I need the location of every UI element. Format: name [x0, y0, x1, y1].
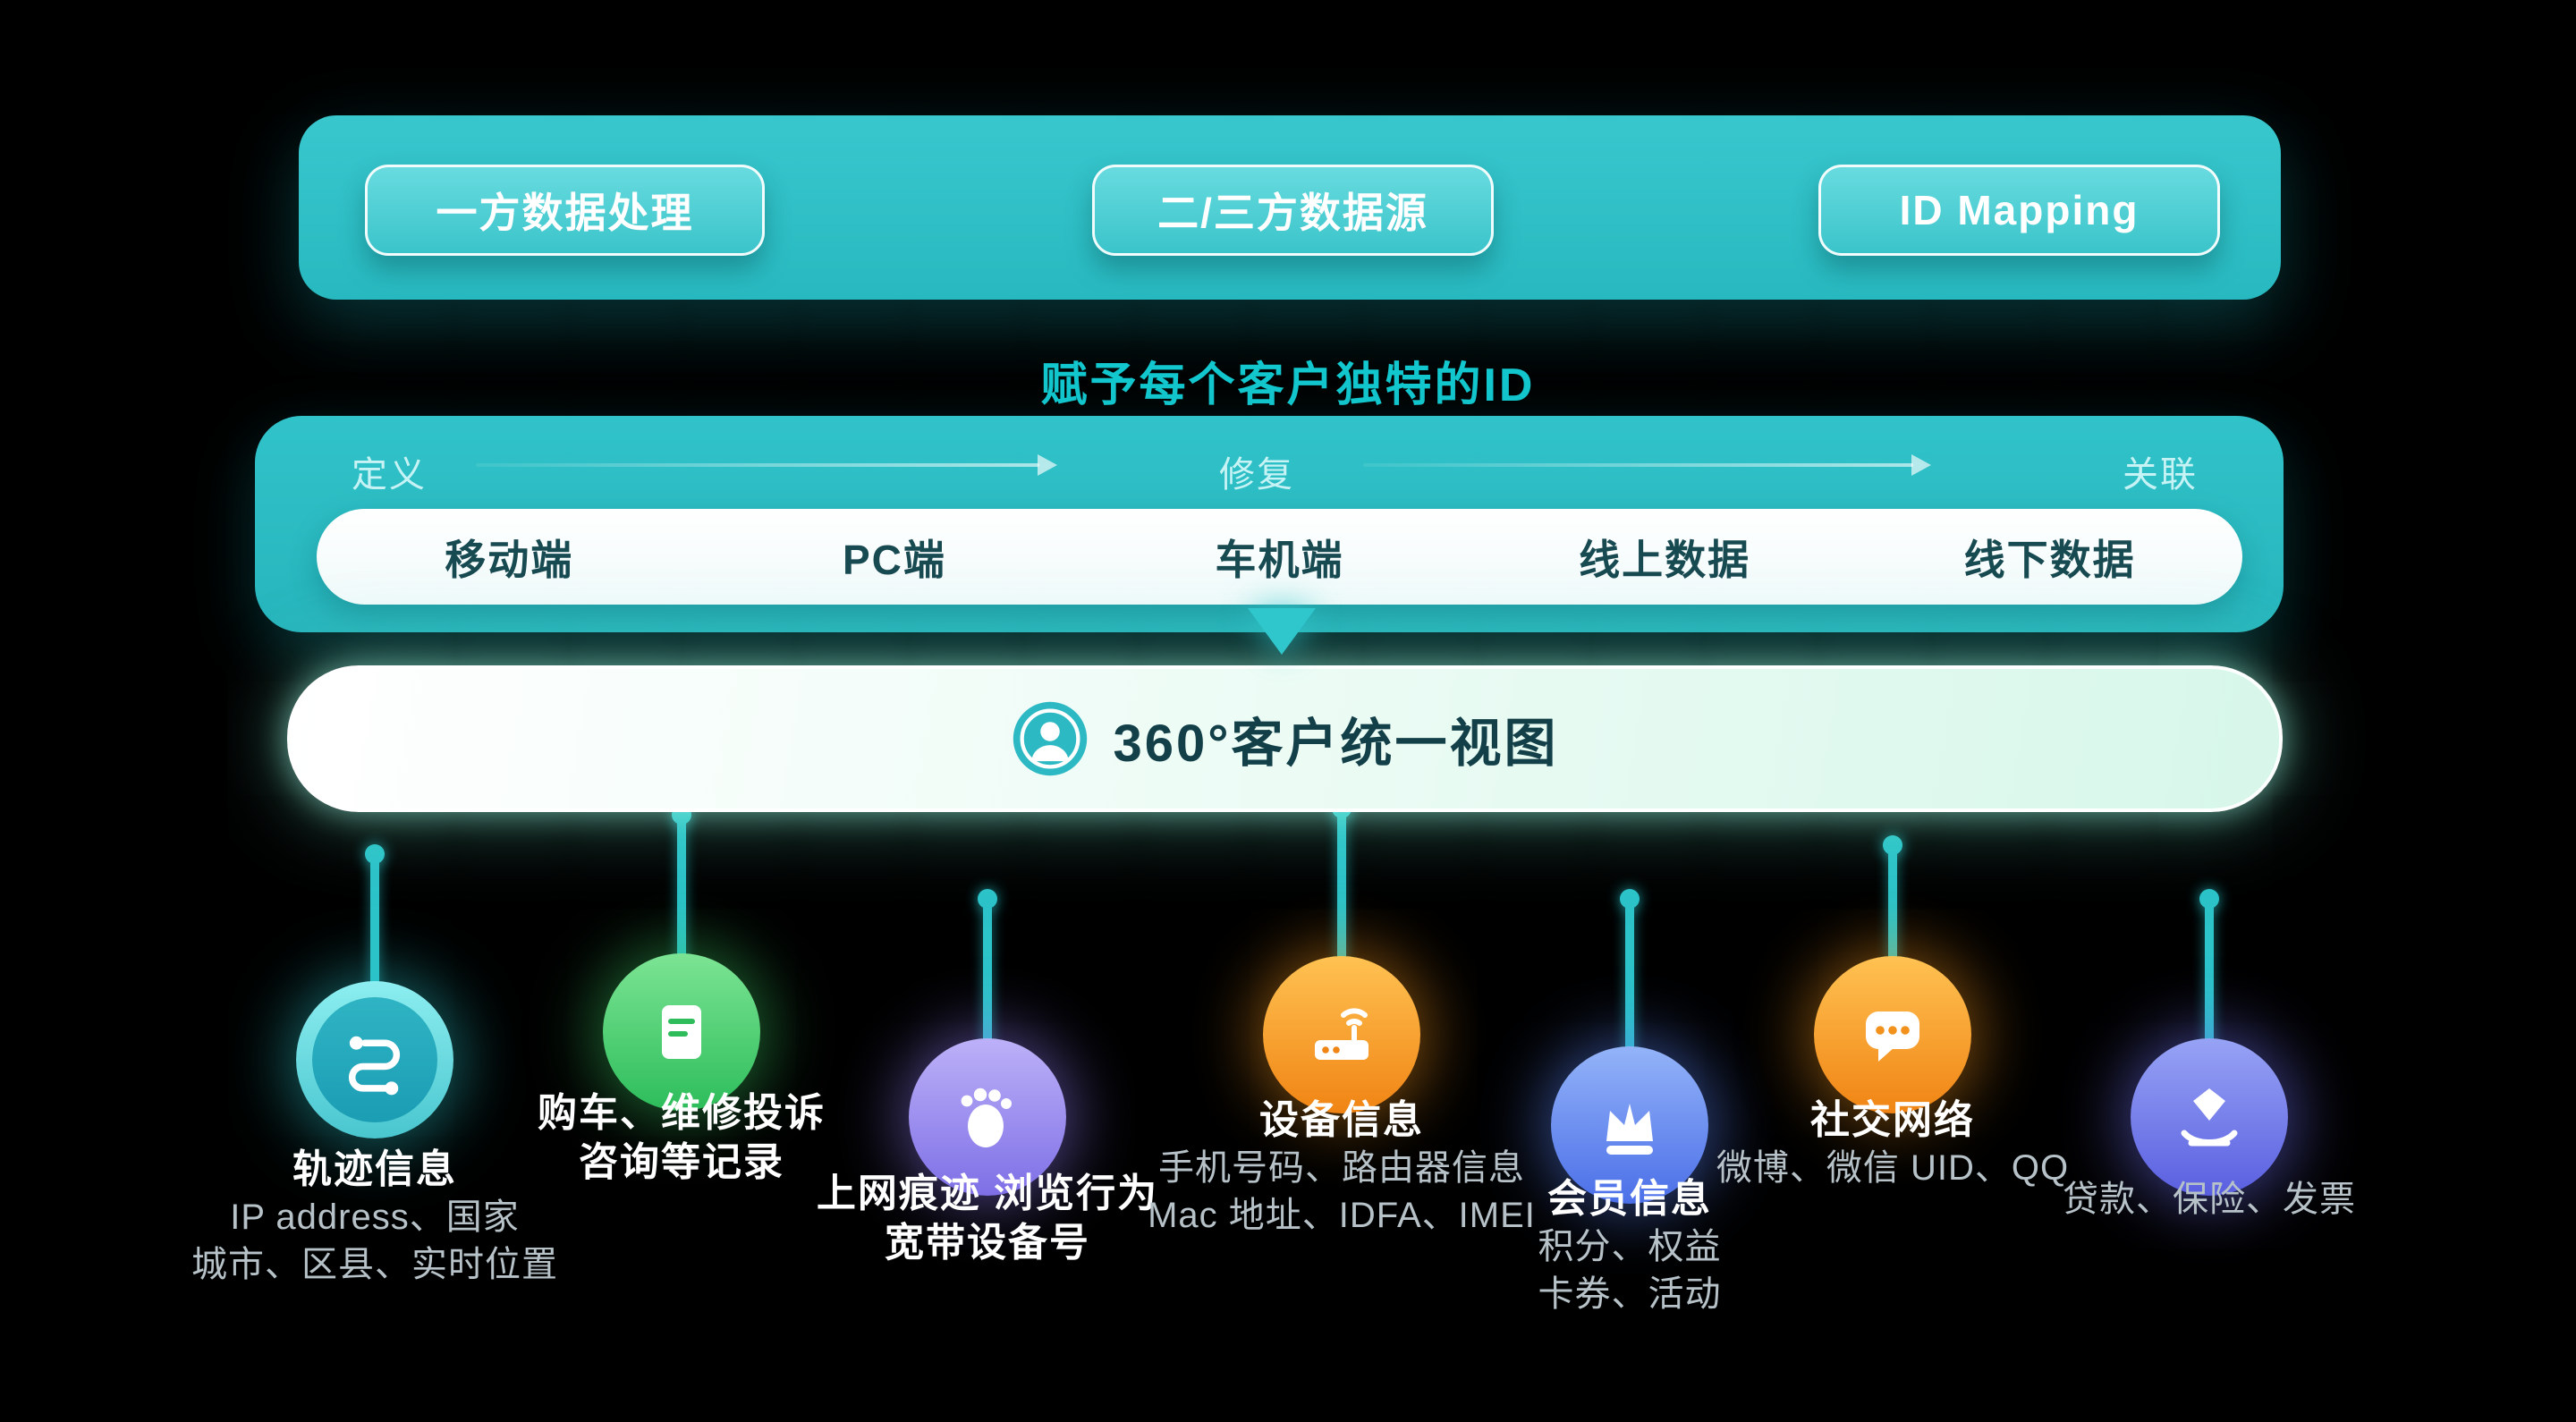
source-title: 购车、维修投诉: [538, 1091, 826, 1135]
connector-dot: [978, 889, 997, 909]
channel-offline: 线下数据: [1963, 536, 2136, 583]
stage-define: 定义: [352, 455, 427, 495]
person-icon: [1013, 701, 1087, 776]
source-desc: 卡券、活动: [1538, 1274, 1722, 1314]
arrow-right-icon: [476, 454, 1057, 476]
footprint-icon: [909, 1038, 1066, 1196]
connector-line: [370, 854, 379, 997]
source-labels-social: 社交网络 微博、微信 UID、QQ: [1606, 1096, 2179, 1192]
connector-line: [677, 815, 686, 967]
connector-dot: [1883, 835, 1902, 855]
connector-line: [1337, 808, 1346, 969]
unified-view-bar: 360°客户统一视图: [287, 665, 2283, 812]
source-title: 设备信息: [1259, 1098, 1424, 1142]
source-desc: 贷款、保险、发票: [2063, 1180, 2356, 1219]
source-title: 会员信息: [1547, 1177, 1712, 1221]
second-third-party-data-button[interactable]: 二/三方数据源: [1092, 165, 1494, 256]
route-icon: [296, 981, 453, 1138]
id-mapping-button[interactable]: ID Mapping: [1818, 165, 2220, 256]
source-labels-device: 设备信息 手机号码、路由器信息 Mac 地址、IDFA、IMEI: [1055, 1096, 1628, 1240]
connector-dot: [365, 844, 385, 864]
connector-dot: [1620, 889, 1640, 909]
connector-line: [1625, 899, 1634, 1060]
document-icon: [603, 953, 760, 1111]
channel-bar: 移动端 PC端 车机端 线上数据 线下数据: [317, 509, 2242, 605]
source-title: 上网痕迹 浏览行为: [816, 1172, 1159, 1215]
chat-icon: [1814, 956, 1971, 1113]
id-pipeline-panel: 定义 修复 关联 移动端 PC端 车机端 线上数据 线下数据: [255, 416, 2284, 632]
stage-repair: 修复: [1219, 455, 1294, 495]
connector-line: [1888, 845, 1897, 970]
source-labels-footprint: 上网痕迹 浏览行为 宽带设备号: [701, 1169, 1274, 1267]
channel-mobile: 移动端: [445, 536, 574, 583]
source-labels-records: 购车、维修投诉 咨询等记录: [395, 1088, 968, 1187]
source-desc: 微博、微信 UID、QQ: [1716, 1148, 2070, 1188]
stage-associate: 关联: [2123, 455, 2198, 495]
source-title: 社交网络: [1810, 1098, 1975, 1142]
headline: 赋予每个客户独特的ID: [1040, 360, 1536, 411]
source-desc: IP address、国家: [230, 1198, 520, 1237]
router-icon: [1263, 956, 1420, 1113]
source-desc: 城市、区县、实时位置: [191, 1245, 558, 1284]
connector-line: [2205, 899, 2214, 1051]
source-labels-finance: 贷款、保险、发票: [1923, 1176, 2496, 1223]
source-desc: 积分、权益: [1538, 1227, 1722, 1266]
channel-online: 线上数据: [1579, 536, 1751, 583]
source-desc: Mac 地址、IDFA、IMEI: [1148, 1196, 1536, 1235]
connector-dot: [2199, 889, 2219, 909]
source-desc: 手机号码、路由器信息: [1158, 1148, 1525, 1188]
down-arrow-icon: [1248, 608, 1316, 655]
crown-icon: [1551, 1046, 1708, 1204]
finance-icon: [2131, 1038, 2288, 1196]
first-party-data-button[interactable]: 一方数据处理: [365, 165, 765, 256]
arrow-right-icon: [1363, 454, 1931, 476]
source-labels-trajectory: 轨迹信息 IP address、国家 城市、区县、实时位置: [89, 1145, 661, 1289]
connector-line: [983, 899, 992, 1051]
unified-view-label: 360°客户统一视图: [1113, 715, 1559, 773]
source-title: 咨询等记录: [579, 1140, 784, 1184]
source-labels-membership: 会员信息 积分、权益 卡券、活动: [1343, 1174, 1916, 1318]
source-title: 宽带设备号: [885, 1221, 1090, 1265]
channel-car: 车机端: [1215, 536, 1344, 583]
data-layer-bar: 一方数据处理 二/三方数据源 ID Mapping: [299, 115, 2281, 300]
source-title: 轨迹信息: [292, 1147, 457, 1191]
channel-pc: PC端: [842, 536, 946, 583]
